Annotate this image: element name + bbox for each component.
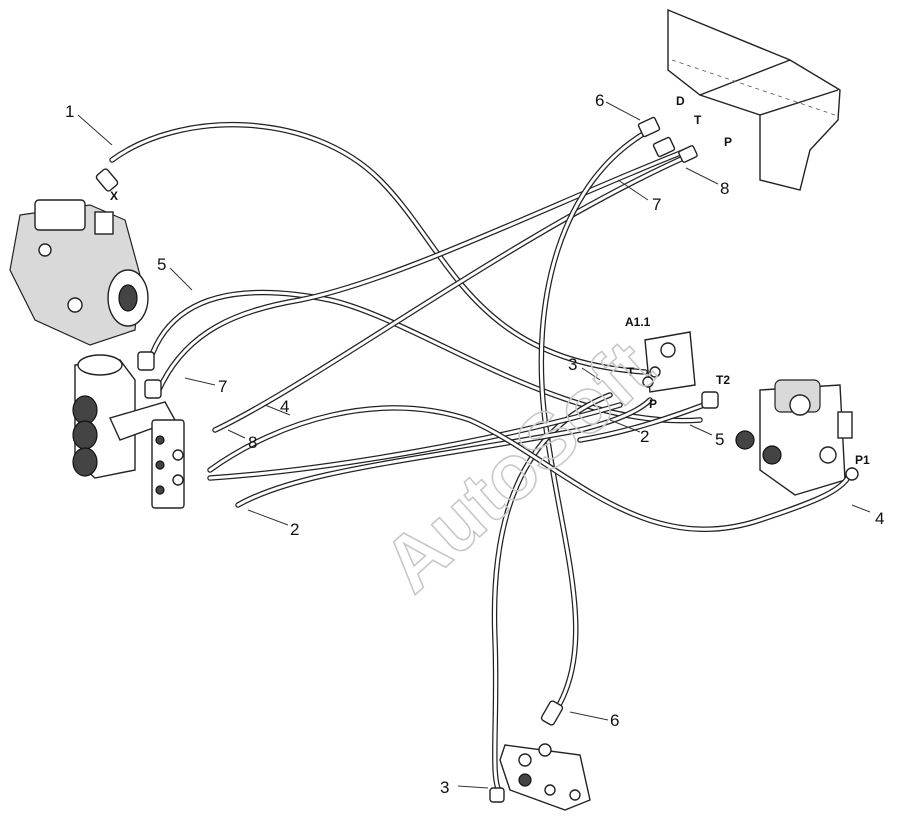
port-labels: X D T P A1.1 T P T2 P1 <box>110 94 870 467</box>
callout-3: 3 <box>440 778 449 797</box>
right-valve-block <box>735 379 853 496</box>
callout-5: 5 <box>157 255 166 274</box>
port-p1: P1 <box>855 453 870 467</box>
callout-6: 6 <box>595 91 604 110</box>
hoses <box>95 116 859 803</box>
port-x: X <box>110 189 118 203</box>
bottom-valve-block <box>499 743 591 811</box>
left-valve-block <box>72 354 185 509</box>
leader-lines <box>77 101 871 789</box>
port-a1-1: A1.1 <box>625 315 651 329</box>
callout-1: 1 <box>65 102 74 121</box>
watermark: AutoSoft <box>366 323 670 609</box>
callout-5: 5 <box>715 430 724 449</box>
hydraulic-pump <box>9 199 149 346</box>
port-t: T <box>694 113 702 127</box>
port-t: T <box>627 365 635 379</box>
port-p: P <box>724 135 732 149</box>
callout-8: 8 <box>720 179 729 198</box>
callout-4: 4 <box>875 509 884 528</box>
port-p: P <box>649 397 657 411</box>
callout-7: 7 <box>652 195 661 214</box>
middle-valve <box>642 331 696 393</box>
callout-labels: 1 5 7 8 4 2 6 7 8 3 2 5 4 6 3 <box>65 91 884 797</box>
port-d: D <box>676 94 685 108</box>
callout-8: 8 <box>248 433 257 452</box>
callout-2: 2 <box>640 427 649 446</box>
callout-3: 3 <box>568 355 577 374</box>
chassis-bracket <box>667 8 841 191</box>
port-t2: T2 <box>716 373 730 387</box>
callout-6: 6 <box>610 711 619 730</box>
callout-2: 2 <box>290 520 299 539</box>
callout-7: 7 <box>218 377 227 396</box>
callout-4: 4 <box>280 397 289 416</box>
